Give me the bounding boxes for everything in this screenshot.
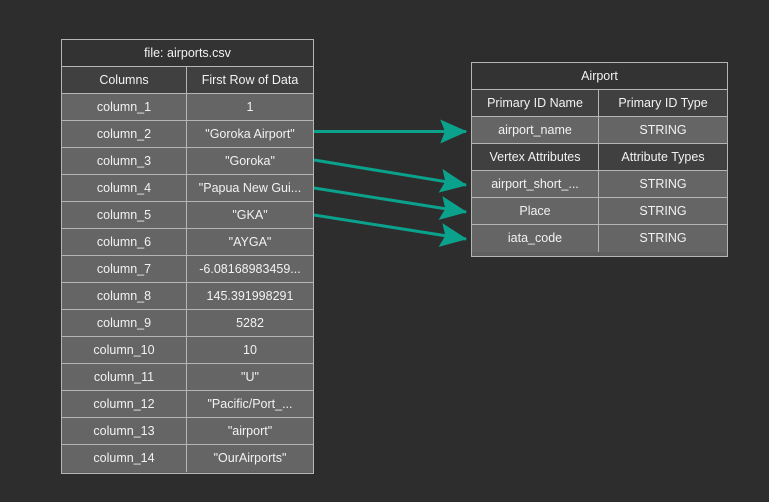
schema-title: Airport <box>472 63 727 90</box>
csv-header-row: Columns First Row of Data <box>62 67 313 94</box>
mapping-arrow-column5-to-iata-code <box>313 213 468 247</box>
table-row[interactable]: column_13 "airport" <box>62 418 313 445</box>
table-row[interactable]: Place STRING <box>472 198 727 225</box>
csv-column-value: "Pacific/Port_... <box>207 396 293 411</box>
csv-file-title: file: airports.csv <box>62 40 313 67</box>
csv-column-name: column_4 <box>62 175 187 201</box>
attribute-name: airport_short_... <box>472 171 599 197</box>
csv-header-columns: Columns <box>62 67 187 93</box>
csv-column-value: "Goroka Airport" <box>205 126 295 141</box>
csv-column-name: column_7 <box>62 256 187 282</box>
table-row[interactable]: column_3 "Goroka" <box>62 148 313 175</box>
primary-id-header-row: Primary ID Name Primary ID Type <box>472 90 727 117</box>
table-row[interactable]: iata_code STRING <box>472 225 727 252</box>
attribute-type: STRING <box>639 231 687 246</box>
attribute-types-header: Attribute Types <box>621 149 705 164</box>
csv-column-value: 10 <box>243 342 257 357</box>
primary-id-type-value: STRING <box>639 122 687 137</box>
table-row[interactable]: airport_short_... STRING <box>472 171 727 198</box>
attribute-name: iata_code <box>472 225 599 252</box>
csv-column-value: "Goroka" <box>225 153 275 168</box>
table-row[interactable]: column_10 10 <box>62 337 313 364</box>
primary-id-type-header: Primary ID Type <box>618 95 708 110</box>
csv-column-name: column_2 <box>62 121 187 147</box>
attribute-type: STRING <box>639 203 687 218</box>
table-row[interactable]: column_5 "GKA" <box>62 202 313 229</box>
table-row[interactable]: column_4 "Papua New Gui... <box>62 175 313 202</box>
csv-column-name: column_13 <box>62 418 187 444</box>
mapping-arrow-column3-to-airport-short <box>313 158 468 193</box>
table-row[interactable]: column_2 "Goroka Airport" <box>62 121 313 148</box>
table-row[interactable]: column_12 "Pacific/Port_... <box>62 391 313 418</box>
csv-column-value: "airport" <box>227 423 273 438</box>
table-row[interactable]: column_14 "OurAirports" <box>62 445 313 472</box>
vertex-attributes-header: Vertex Attributes <box>472 144 599 170</box>
table-row[interactable]: column_7 -6.08168983459... <box>62 256 313 283</box>
primary-id-name-header: Primary ID Name <box>472 90 599 116</box>
table-row[interactable]: column_1 1 <box>62 94 313 121</box>
csv-column-name: column_8 <box>62 283 187 309</box>
csv-header-first-row: First Row of Data <box>201 72 299 87</box>
primary-id-name-value: airport_name <box>472 117 599 143</box>
csv-column-value: "U" <box>241 369 259 384</box>
csv-column-name: column_12 <box>62 391 187 417</box>
csv-column-value: 1 <box>246 99 254 114</box>
table-row[interactable]: column_9 5282 <box>62 310 313 337</box>
csv-column-value: "GKA" <box>232 207 268 222</box>
table-row[interactable]: column_11 "U" <box>62 364 313 391</box>
table-row[interactable]: column_6 "AYGA" <box>62 229 313 256</box>
csv-column-value: "Papua New Gui... <box>198 180 302 195</box>
vertex-attributes-header-row: Vertex Attributes Attribute Types <box>472 144 727 171</box>
csv-source-table[interactable]: file: airports.csv Columns First Row of … <box>61 39 314 474</box>
csv-column-name: column_14 <box>62 445 187 472</box>
csv-column-value: 5282 <box>236 315 264 330</box>
csv-column-name: column_9 <box>62 310 187 336</box>
csv-column-name: column_11 <box>62 364 187 390</box>
csv-column-value: "OurAirports" <box>213 451 287 466</box>
csv-column-name: column_10 <box>62 337 187 363</box>
csv-column-name: column_1 <box>62 94 187 120</box>
attribute-name: Place <box>472 198 599 224</box>
mapping-arrow-column4-to-place <box>313 186 468 220</box>
table-row[interactable]: airport_name STRING <box>472 117 727 144</box>
csv-column-name: column_5 <box>62 202 187 228</box>
airport-schema-table[interactable]: Airport Primary ID Name Primary ID Type … <box>471 62 728 257</box>
attribute-type: STRING <box>639 176 687 191</box>
csv-column-name: column_6 <box>62 229 187 255</box>
csv-column-value: "AYGA" <box>228 234 272 249</box>
table-row[interactable]: column_8 145.391998291 <box>62 283 313 310</box>
csv-column-name: column_3 <box>62 148 187 174</box>
csv-column-value: -6.08168983459... <box>199 261 301 276</box>
csv-column-value: 145.391998291 <box>206 288 294 303</box>
